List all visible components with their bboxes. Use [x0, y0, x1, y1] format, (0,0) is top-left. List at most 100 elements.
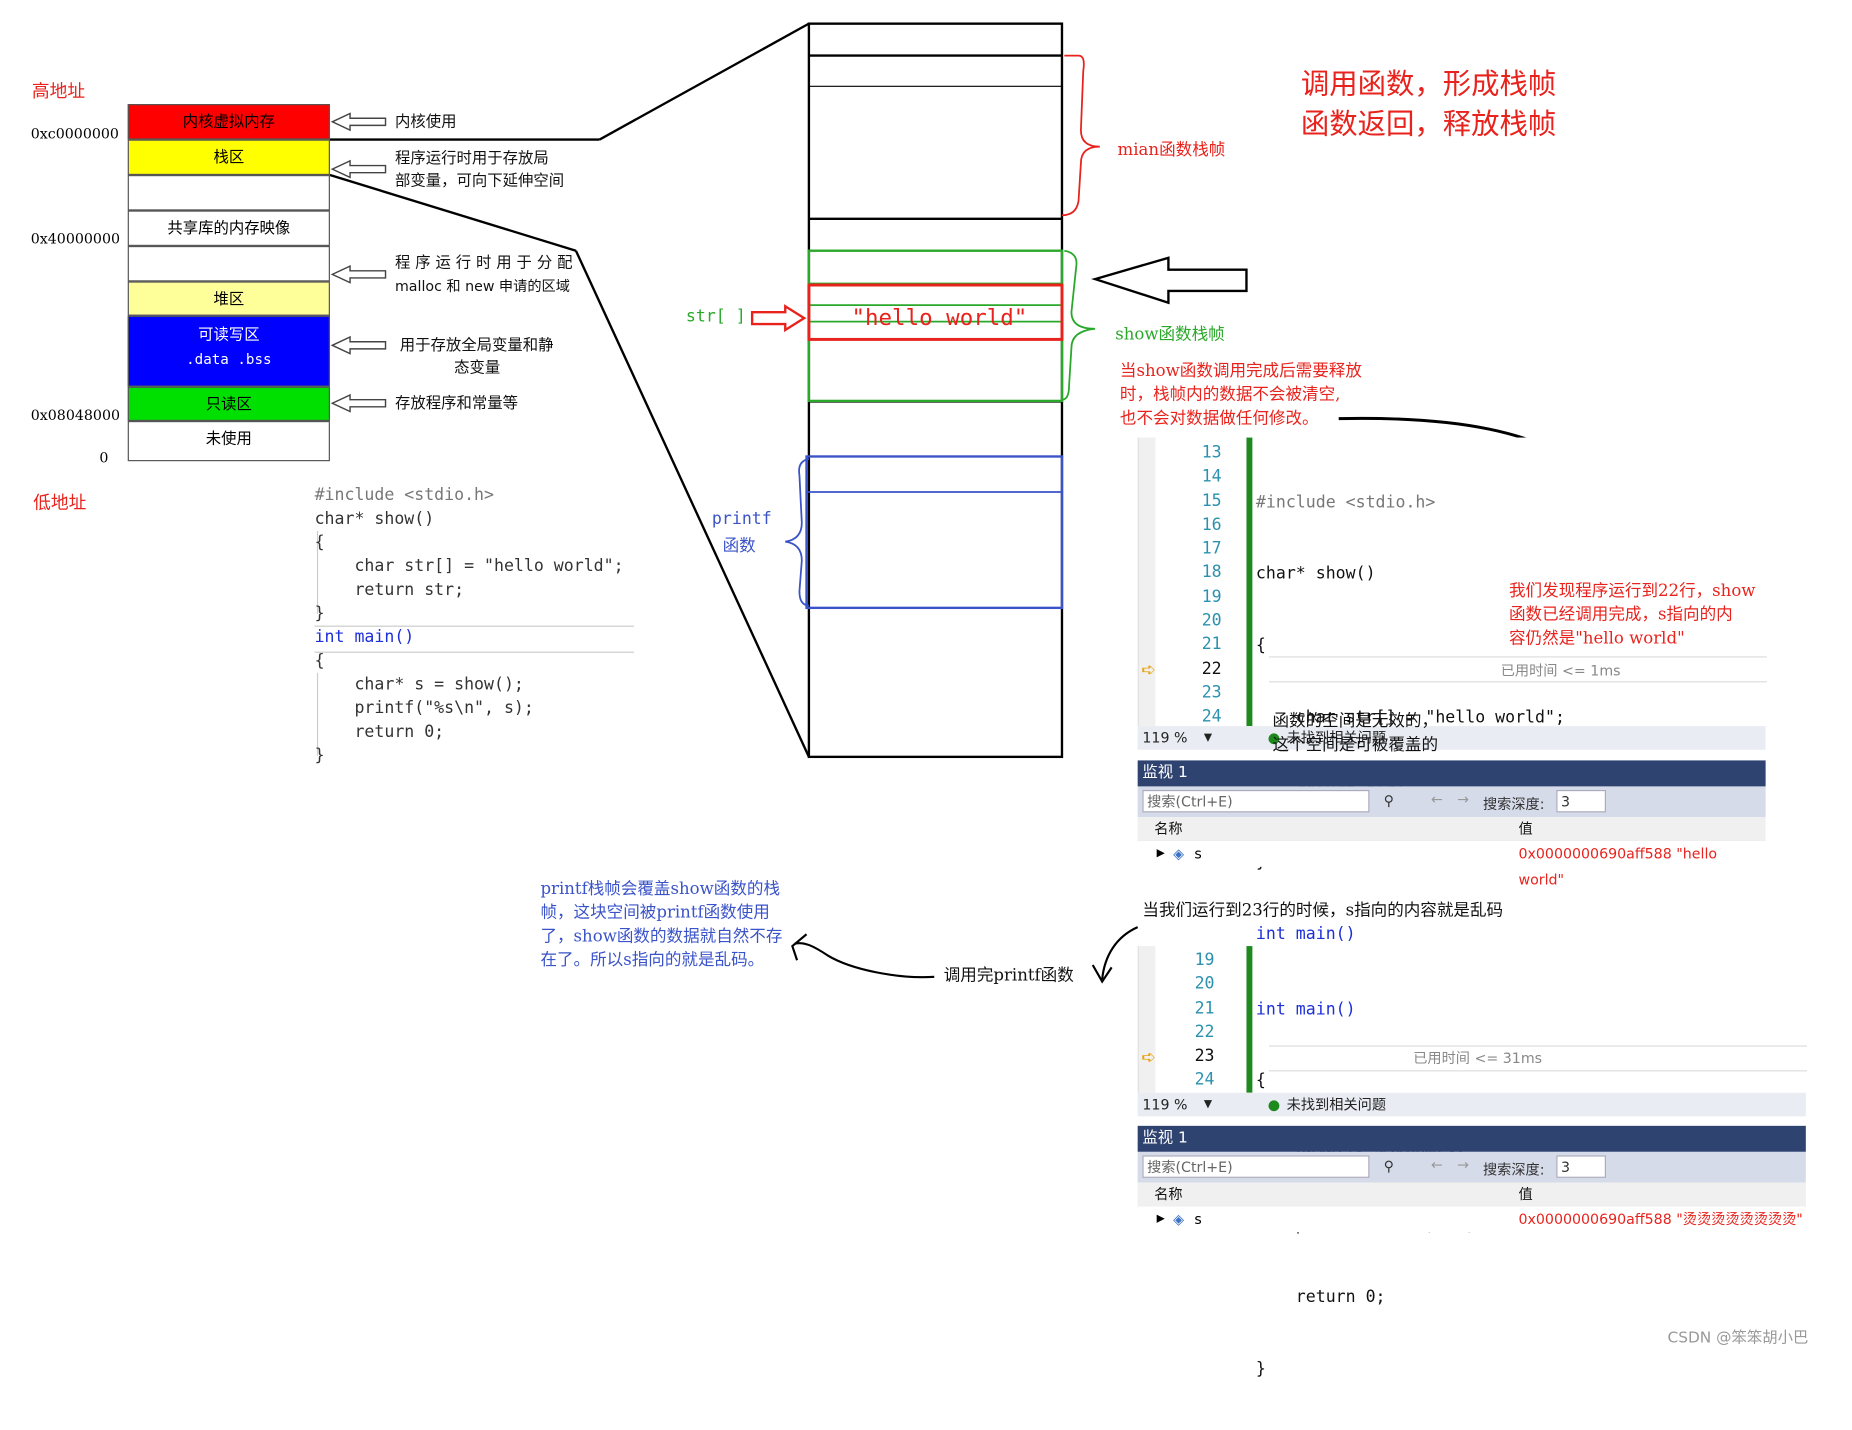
col-value-header[interactable]: 值	[1518, 1186, 1533, 1203]
editor-gutter	[1138, 437, 1156, 727]
line-number: 16	[1201, 515, 1222, 535]
zoom-level[interactable]: 119 %	[1142, 1096, 1188, 1113]
high-address-label: 高地址	[31, 80, 86, 102]
search-icon[interactable]: ⚲	[1383, 1157, 1395, 1175]
title-line-1: 调用函数，形成栈帧	[1300, 67, 1557, 101]
line-number: 24	[1194, 1070, 1215, 1090]
after-printf-label: 调用完printf函数	[943, 966, 1074, 986]
expand-icon[interactable]: ▶	[1156, 847, 1165, 860]
region-readonly-label: 只读区	[205, 396, 252, 414]
watch-search-input[interactable]: 搜索(Ctrl+E)	[1142, 1155, 1370, 1178]
line-numbers: 13 14 15 16 17 18 19 20 21 22 23 24	[1186, 443, 1222, 731]
watch-column-headers: 名称 值	[1137, 1182, 1806, 1208]
line-number: 20	[1201, 611, 1222, 631]
desc-heap-1: 程 序 运 行 时 用 于 分 配	[394, 254, 573, 272]
code-editor-top: ➪ 13 14 15 16 17 18 19 20 21 22 23 24 #i…	[1137, 437, 1767, 1232]
variable-icon: ◈	[1173, 1210, 1185, 1228]
release-note: 当show函数调用完成后需要释放 时，栈帧内的数据不会被清空, 也不会对数据做任…	[1120, 360, 1362, 431]
desc-readonly: 存放程序和常量等	[394, 394, 518, 413]
watch-search-bar: 搜索(Ctrl+E) ⚲ ← → 搜索深度: 3	[1137, 786, 1766, 818]
forward-arrow-icon[interactable]: →	[1456, 791, 1469, 808]
watch-panel-title: 监视 1	[1137, 760, 1766, 787]
code-line: char* show()	[314, 509, 435, 529]
zoom-level[interactable]: 119 %	[1142, 729, 1188, 747]
current-line-highlight	[314, 625, 634, 653]
editor-code-line: {	[1255, 636, 1266, 656]
region-heap: 堆区	[127, 281, 330, 316]
watch-search-input[interactable]: 搜索(Ctrl+E)	[1142, 789, 1370, 813]
release-note-line: 也不会对数据做任何修改。	[1119, 409, 1319, 429]
col-name-header[interactable]: 名称	[1154, 820, 1183, 838]
main-frame-label: mian函数栈帧	[1117, 140, 1226, 160]
desc-heap-2: malloc 和 new 申请的区域	[394, 277, 570, 295]
watch-var-name: s	[1194, 1210, 1202, 1228]
code-line: printf("%s\n", s);	[314, 698, 534, 718]
overlay-note-line: 函数的空间是无效的，	[1272, 711, 1439, 731]
line-number: 13	[1201, 443, 1222, 463]
printf-note-line: 在了。所以s指向的就是乱码。	[540, 950, 765, 970]
printf-label: printf	[711, 509, 772, 529]
back-arrow-icon[interactable]: ←	[1430, 791, 1443, 808]
code-editor-bottom: ➪ 19 20 21 22 23 24 int main() { char* s…	[1137, 946, 1808, 1379]
editor-code-line: return 0;	[1255, 1288, 1386, 1307]
search-depth-select[interactable]: 3	[1556, 1155, 1606, 1178]
found-note-line: 函数已经调用完成，s指向的内	[1508, 605, 1733, 625]
line-number: 20	[1194, 974, 1215, 994]
chevron-down-icon[interactable]: ▼	[1203, 732, 1213, 744]
printf-note-line: printf栈帧会覆盖show函数的栈	[540, 879, 781, 899]
watch-row[interactable]: ▶ ◈ s 0x0000000690aff588 "烫烫烫烫烫烫烫烫"	[1137, 1206, 1806, 1233]
editor-code-line: int main()	[1255, 924, 1356, 944]
region-kernel: 内核虚拟内存	[127, 104, 330, 140]
region-gap-1	[127, 175, 330, 211]
overlay-note-line: 这个空间是可被覆盖的	[1272, 735, 1439, 755]
title-block: 调用函数，形成栈帧 函数返回，释放栈帧	[1301, 64, 1556, 144]
show-frame-label: show函数栈帧	[1115, 325, 1225, 345]
code-line: #include <stdio.h>	[314, 486, 494, 505]
address-kernel: 0xc0000000	[30, 125, 119, 142]
expand-icon[interactable]: ▶	[1156, 1213, 1165, 1226]
diagram-lines	[217, 22, 1650, 984]
col-name-header[interactable]: 名称	[1154, 1186, 1183, 1203]
desc-data-2: 态变量	[454, 359, 501, 378]
address-readonly: 0x08048000	[30, 406, 121, 424]
no-issues-status[interactable]: 未找到相关问题	[1286, 1096, 1387, 1113]
line-number: 17	[1201, 539, 1222, 559]
check-icon: ●	[1267, 729, 1281, 747]
low-address-label: 低地址	[33, 491, 87, 514]
str-label: str[ ]	[685, 307, 746, 327]
line-number: 22	[1201, 659, 1222, 679]
back-arrow-icon[interactable]: ←	[1430, 1156, 1443, 1174]
scope-guide	[316, 672, 319, 756]
hello-world-value: "hello world"	[851, 305, 1028, 332]
watch-var-name: s	[1194, 845, 1202, 863]
no-issues-status[interactable]: 未找到相关问题	[1286, 729, 1387, 747]
region-stack-label: 栈区	[213, 149, 245, 167]
found-note-line: 容仍然是"hello world"	[1508, 629, 1685, 649]
search-icon[interactable]: ⚲	[1383, 792, 1395, 809]
current-line-box	[1268, 656, 1767, 683]
address-zero: 0	[99, 449, 109, 466]
change-bar	[1246, 946, 1253, 1093]
line-number: 19	[1194, 950, 1215, 970]
check-icon: ●	[1267, 1096, 1281, 1113]
forward-arrow-icon[interactable]: →	[1456, 1156, 1469, 1174]
editor-gutter	[1138, 946, 1156, 1093]
code-line: char str[] = "hello world";	[314, 557, 624, 576]
elapsed-time: 已用时间 <= 1ms	[1500, 662, 1621, 679]
chevron-down-icon[interactable]: ▼	[1203, 1098, 1213, 1111]
line-numbers: 19 20 21 22 23 24	[1179, 950, 1215, 1095]
search-depth-select[interactable]: 3	[1556, 789, 1606, 813]
region-shared-lib-label: 共享库的内存映像	[167, 219, 291, 238]
region-unused-label: 未使用	[205, 430, 252, 449]
code-line: char* s = show();	[314, 675, 524, 695]
printf-note: printf栈帧会覆盖show函数的栈 帧，这块空间被printf函数使用 了，…	[540, 877, 782, 972]
desc-stack-1: 程序运行时用于存放局	[394, 150, 549, 168]
col-value-header[interactable]: 值	[1518, 820, 1533, 838]
code-line: return str;	[314, 580, 465, 600]
desc-stack-2: 部变量，可向下延伸空间	[394, 172, 565, 191]
watch-column-headers: 名称 值	[1137, 817, 1766, 843]
printf-note-line: 了，show函数的数据就自然不存	[540, 927, 783, 947]
watch-row[interactable]: ▶ ◈ s 0x0000000690aff588 "hello world"	[1137, 840, 1766, 888]
scope-guide	[316, 530, 319, 614]
title-line-2: 函数返回，释放栈帧	[1300, 107, 1557, 141]
